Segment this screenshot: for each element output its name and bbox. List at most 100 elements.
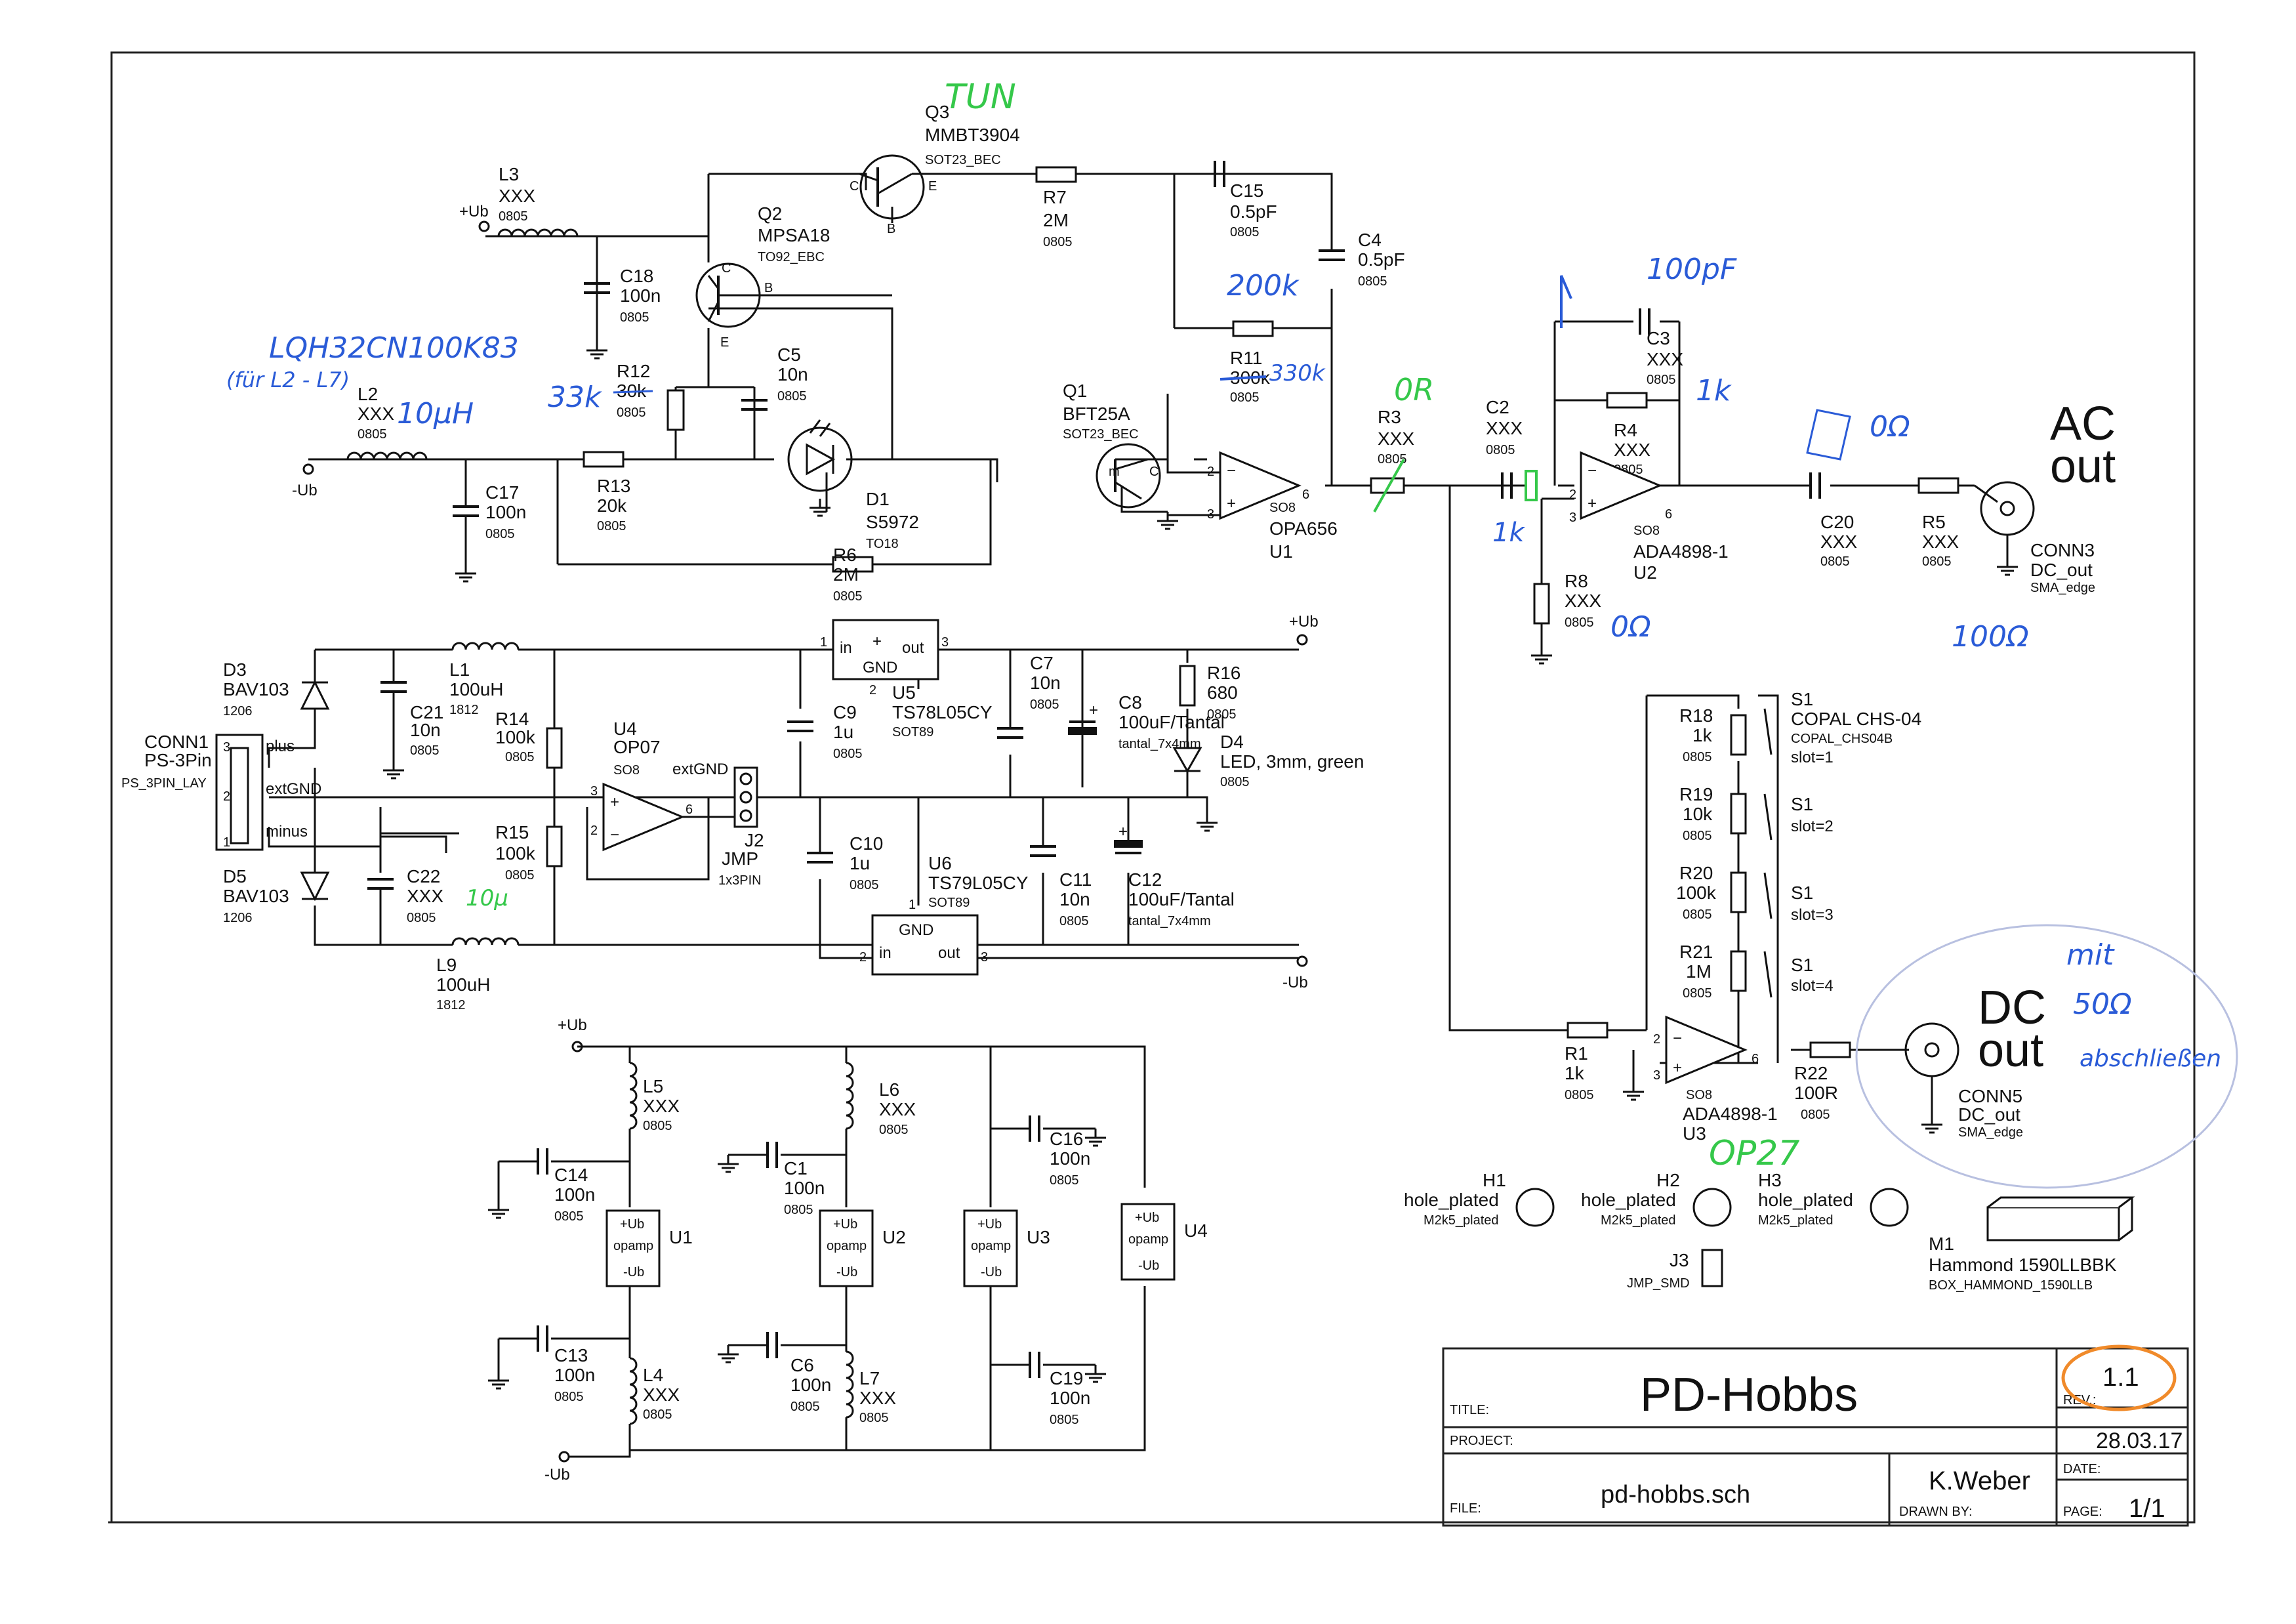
conn1-extgnd: extGND — [266, 780, 321, 798]
c5-ref: C5 — [777, 344, 801, 365]
svg-text:opamp: opamp — [971, 1239, 1011, 1253]
c16-pkg: 0805 — [1050, 1173, 1079, 1188]
u3-ref: U3 — [1683, 1123, 1706, 1144]
r14-pkg: 0805 — [505, 750, 535, 764]
c20-pkg: 0805 — [1820, 554, 1850, 569]
c22-value: XXX — [407, 886, 443, 906]
l5-value: XXX — [643, 1096, 680, 1116]
tb-drawn-by-label: DRAWN BY: — [1899, 1505, 1973, 1519]
inductor-l3 — [485, 228, 579, 238]
l6-pkg: 0805 — [879, 1123, 909, 1137]
l3-ref: L3 — [499, 164, 519, 184]
inductor-l1 — [451, 642, 520, 650]
conn1-minus: minus — [266, 823, 308, 841]
d1-ref: D1 — [866, 489, 890, 509]
sheet-frame — [108, 51, 2196, 1524]
annotation-circle — [1855, 924, 2238, 1189]
tb-file-label: FILE: — [1450, 1501, 1481, 1516]
m1-pkg: BOX_HAMMOND_1590LLB — [1929, 1278, 2093, 1293]
m1-value: Hammond 1590LLBBK — [1929, 1255, 2117, 1275]
capacitor-c17 — [453, 459, 479, 564]
r21-value: 1M — [1686, 961, 1712, 982]
svg-text:2: 2 — [869, 683, 876, 697]
d3-value: BAV103 — [223, 679, 289, 699]
svg-text:+: + — [872, 633, 882, 650]
l9-value: 100uH — [436, 974, 491, 995]
note-0r-r8: 0Ω — [1610, 610, 1651, 644]
r3-pkg: 0805 — [1378, 452, 1407, 467]
s1-slot4: slot=4 — [1791, 977, 1834, 995]
j3-ref: J3 — [1670, 1250, 1689, 1270]
wires-dc — [1607, 694, 1909, 1083]
svg-text:C: C — [722, 261, 731, 276]
u5-gnd: GND — [863, 659, 897, 677]
u4-value: OP07 — [613, 737, 661, 757]
resistor-r15 — [546, 825, 563, 867]
note-50r: 50Ω — [2073, 988, 2132, 1021]
transistor-q1 — [1096, 443, 1161, 509]
c18-ref: C18 — [620, 266, 653, 286]
u6-out: out — [938, 944, 960, 962]
capacitor-c3 — [1639, 308, 1650, 335]
capacitor-c12 — [1114, 840, 1143, 854]
c6-ref: C6 — [790, 1355, 814, 1375]
svg-text:C: C — [1149, 465, 1158, 479]
svg-text:6: 6 — [1752, 1052, 1759, 1066]
resistor-r11 — [1232, 320, 1274, 337]
r8-pkg: 0805 — [1565, 615, 1594, 630]
l9-ref: L9 — [436, 955, 457, 975]
wires-opamp-power — [497, 1045, 1146, 1451]
rev-highlight — [2061, 1344, 2177, 1411]
svg-text:E: E — [720, 335, 729, 350]
j2-value: JMP — [722, 848, 758, 869]
j2-ref: J2 — [745, 830, 764, 850]
svg-text:1: 1 — [820, 635, 827, 650]
r5-ref: R5 — [1922, 512, 1946, 532]
capacitor-c18 — [584, 282, 610, 341]
resistor-r7 — [1035, 166, 1077, 183]
tb-file: pd-hobbs.sch — [1601, 1481, 1750, 1509]
c8-ref: C8 — [1118, 692, 1142, 713]
u1-ref: U1 — [1269, 541, 1293, 562]
dc-out-label-1: DC — [1978, 982, 2046, 1034]
c4-pkg: 0805 — [1358, 274, 1387, 289]
jumper-j3 — [1701, 1249, 1723, 1287]
note-330k: 330k — [1269, 360, 1326, 386]
dc-out-label-2: out — [1978, 1024, 2043, 1077]
d4-ref: D4 — [1220, 732, 1244, 752]
opamp-power-inductors — [629, 1062, 854, 1425]
u3-value: ADA4898-1 — [1683, 1104, 1778, 1124]
c16-value: 100n — [1050, 1148, 1090, 1169]
u4-extgnd: extGND — [672, 760, 728, 778]
c19-value: 100n — [1050, 1388, 1090, 1408]
conn3-pkg: SMA_edge — [2030, 581, 2095, 595]
svg-text:−: − — [1588, 462, 1597, 480]
resistor-r6 — [832, 556, 874, 573]
h1-pkg: M2k5_plated — [1424, 1213, 1499, 1228]
resistor-r16 — [1179, 665, 1196, 707]
r18-ref: R18 — [1679, 705, 1713, 726]
h1-value: hole_plated — [1404, 1190, 1499, 1210]
svg-text:E: E — [928, 179, 937, 194]
opamp-power-boxes — [605, 1203, 1176, 1287]
r21-pkg: 0805 — [1683, 986, 1712, 1001]
tb-title-label: TITLE: — [1450, 1403, 1489, 1417]
svg-text:3: 3 — [1207, 507, 1214, 522]
conn1-pkg: PS_3PIN_LAY — [121, 776, 207, 791]
svg-text:1: 1 — [223, 835, 230, 850]
r6-ref: R6 — [833, 545, 857, 565]
r3-ref: R3 — [1378, 407, 1401, 427]
capacitor-c20 — [1809, 472, 1821, 499]
c10-ref: C10 — [850, 833, 883, 854]
q3-pkg: SOT23_BEC — [925, 153, 1001, 167]
opamp-power-minus: -Ub — [544, 1466, 570, 1484]
capacitor-c9 — [787, 720, 813, 732]
svg-text:3: 3 — [1569, 510, 1576, 525]
c18-pkg: 0805 — [620, 310, 649, 325]
c11-value: 10n — [1059, 889, 1090, 909]
c22-pkg: 0805 — [407, 911, 436, 925]
h1-ref: H1 — [1483, 1170, 1506, 1190]
c17-pkg: 0805 — [485, 527, 515, 541]
tb-date-label: DATE: — [2063, 1462, 2101, 1476]
